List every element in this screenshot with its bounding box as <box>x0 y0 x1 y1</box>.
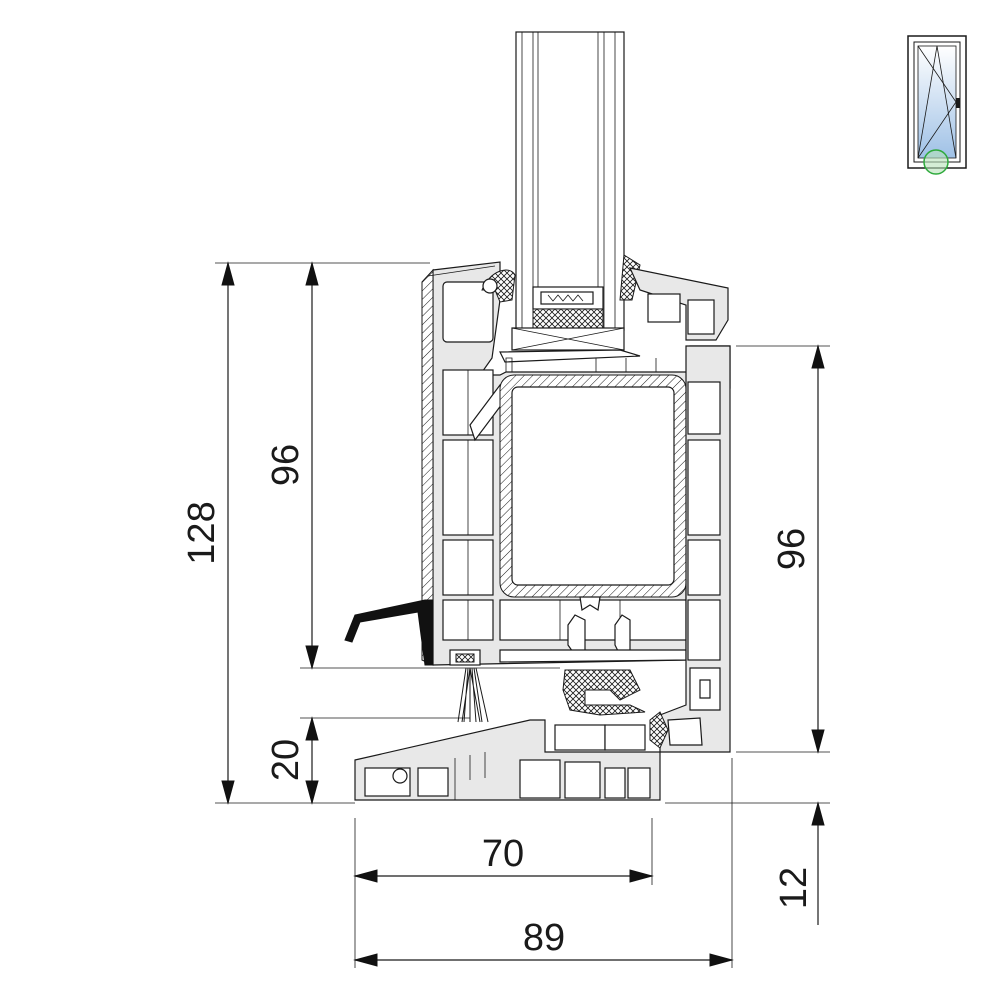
glazing-block <box>499 327 641 363</box>
drip-cap <box>344 599 481 666</box>
threshold-sill <box>354 719 661 801</box>
label-sash-height: 96 <box>265 444 307 486</box>
sash-gaskets <box>481 254 641 303</box>
frame-profile <box>628 267 731 753</box>
window-tilt-turn-icon <box>907 35 967 175</box>
brush-seal <box>457 667 489 723</box>
center-gasket <box>562 669 669 749</box>
label-threshold-height: 20 <box>265 739 307 781</box>
section-marker-icon <box>923 149 949 175</box>
sash-profile <box>421 261 731 666</box>
label-frame-height: 96 <box>771 528 813 570</box>
label-overall-height: 128 <box>181 501 223 564</box>
label-bottom-offset: 12 <box>773 867 815 909</box>
dimension-bottom-offset: 12 <box>773 801 825 925</box>
extension-lines <box>215 262 830 968</box>
label-overall-width: 89 <box>523 917 565 959</box>
dimension-overall-height: 128 <box>181 261 235 805</box>
dimension-threshold-height: 20 <box>265 716 319 805</box>
dimension-sash-height: 96 <box>265 261 319 670</box>
dimension-overall-width: 89 <box>353 917 734 967</box>
glass-unit <box>515 31 625 331</box>
dimension-inner-width: 70 <box>353 833 654 883</box>
label-inner-width: 70 <box>482 833 524 875</box>
dimension-frame-height: 96 <box>771 344 825 754</box>
